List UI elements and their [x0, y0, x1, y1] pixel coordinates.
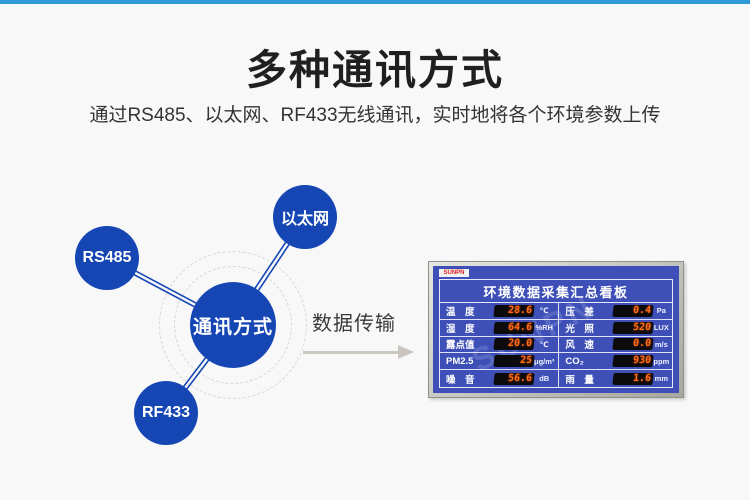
metric-row-noise: 噪 音 56.6 dB: [440, 370, 560, 387]
metric-led-value: 930: [612, 355, 655, 368]
data-transfer-label: 数据传输: [312, 313, 396, 335]
node-rf433-label: RF433: [141, 404, 191, 421]
metric-led-value: 0.0: [612, 338, 655, 351]
metric-label: 湿 度: [446, 323, 475, 335]
metric-row-rainfall: 雨 量 1.6 mm: [559, 370, 673, 387]
node-rf433: RF433: [134, 381, 198, 445]
metric-label: 风 速: [565, 340, 594, 352]
metric-unit: ℃: [539, 306, 549, 316]
metric-row-pressure-diff: 压 差 0.4 Pa: [559, 303, 674, 320]
metric-unit: m/s: [654, 339, 668, 349]
metric-label: 噪 音: [446, 374, 475, 386]
metric-label: 雨 量: [565, 374, 594, 386]
metric-unit: μg/m³: [534, 356, 555, 366]
metric-unit: ℃: [539, 339, 549, 349]
panel-metrics-grid: 温 度 28.6 ℃ 压 差 0.4 Pa 湿 度 64.6 %RH 光 照 5…: [440, 303, 674, 387]
metric-row-temperature: 温 度 28.6 ℃: [440, 303, 560, 320]
metric-led-value: 20.0: [493, 338, 535, 351]
page-title: 多种通讯方式: [246, 47, 504, 93]
page-subtitle: 通过RS485、以太网、RF433无线通讯，实时地将各个环境参数上传: [89, 105, 661, 126]
metric-unit: %RH: [535, 323, 553, 333]
metric-label: PM2.5: [446, 355, 474, 367]
node-center-label: 通讯方式: [192, 316, 273, 338]
metric-led-value: 25: [493, 355, 535, 368]
metric-led-value: 0.4: [612, 304, 655, 317]
node-communication-center: 通讯方式: [190, 282, 276, 368]
metric-row-pm25: PM2.5 25 μg/m³: [440, 353, 560, 371]
metric-unit: dB: [539, 374, 550, 384]
metric-label: 露点值: [446, 340, 475, 352]
metric-unit: Pa: [656, 306, 666, 316]
panel-content-box: 环境数据采集汇总看板 温 度 28.6 ℃ 压 差 0.4 Pa 湿 度 64.…: [439, 279, 674, 388]
panel-title: 环境数据采集汇总看板: [440, 280, 672, 303]
node-ethernet-label: 以太网: [280, 211, 329, 228]
metric-row-illuminance: 光 照 520 LUX: [559, 320, 674, 337]
metric-led-value: 56.6: [493, 372, 535, 385]
metric-row-co2: CO₂ 930 ppm: [559, 353, 674, 371]
brand-logo: SUNPN: [439, 269, 469, 277]
metric-row-dew-point: 露点值 20.0 ℃: [440, 336, 560, 354]
metric-label: CO₂: [565, 355, 584, 367]
metric-led-value: 1.6: [612, 372, 655, 385]
metric-label: 光 照: [565, 323, 594, 335]
metric-unit: mm: [654, 374, 669, 384]
metric-label: 温 度: [446, 306, 475, 318]
metric-unit: LUX: [653, 323, 669, 333]
metric-row-wind-speed: 风 速 0.0 m/s: [559, 337, 674, 354]
metric-row-humidity: 湿 度 64.6 %RH: [440, 319, 560, 337]
node-rs485: RS485: [75, 226, 139, 290]
arrow-line: [303, 351, 399, 354]
metric-led-value: 64.6: [493, 321, 535, 334]
metric-unit: ppm: [653, 356, 670, 366]
arrow-head-icon: [398, 345, 414, 359]
led-display-panel: SUNPN SUNPN 环境数据采集汇总看板 温 度 28.6 ℃ 压 差 0.…: [428, 261, 684, 398]
metric-led-value: 28.6: [493, 304, 535, 317]
node-ethernet: 以太网: [273, 185, 337, 249]
metric-led-value: 520: [612, 321, 655, 334]
metric-label: 压 差: [565, 306, 594, 318]
node-rs485-label: RS485: [82, 249, 132, 266]
panel-inner: SUNPN SUNPN 环境数据采集汇总看板 温 度 28.6 ℃ 压 差 0.…: [433, 266, 679, 393]
top-accent-bar: [0, 0, 750, 4]
